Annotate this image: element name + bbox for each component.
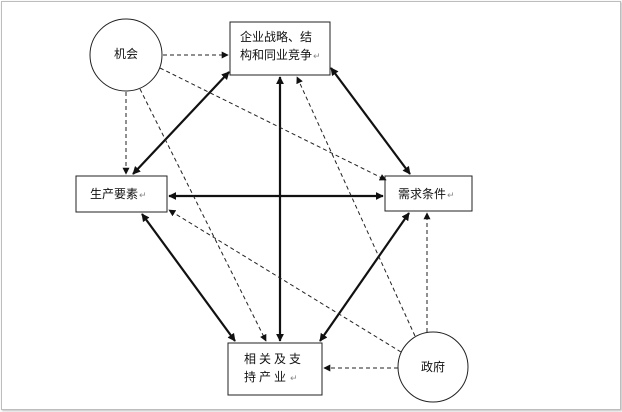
government-strategy-arrow [296, 76, 416, 337]
paragraph-mark: ↵ [313, 52, 321, 62]
strategy-node [229, 21, 331, 76]
related-node [227, 342, 323, 396]
paragraph-mark: ↵ [290, 374, 298, 384]
government-factor-arrow [168, 209, 402, 353]
strategy-demand-arrow [330, 67, 411, 175]
related-label: 相关及支 持产业↵ [244, 352, 305, 384]
demand-related-arrow [319, 212, 410, 342]
strategy-label: 企业战略、结 构和同业竞争↵ [240, 30, 321, 62]
paragraph-mark: ↵ [447, 191, 455, 201]
factor-label: 生产要素↵ [90, 187, 147, 201]
demand-label: 需求条件↵ [398, 187, 455, 201]
opportunity-label: 机会 [114, 47, 139, 61]
factor-node [75, 175, 168, 213]
opportunity-demand-arrow [159, 67, 387, 181]
government-label: 政府 [421, 360, 446, 374]
government-node [397, 331, 469, 403]
paragraph-mark: ↵ [139, 191, 147, 201]
strategy-factor-arrow [132, 71, 230, 175]
demand-node [384, 175, 473, 212]
factor-related-arrow [141, 213, 236, 342]
opportunity-related-arrow [139, 88, 267, 342]
